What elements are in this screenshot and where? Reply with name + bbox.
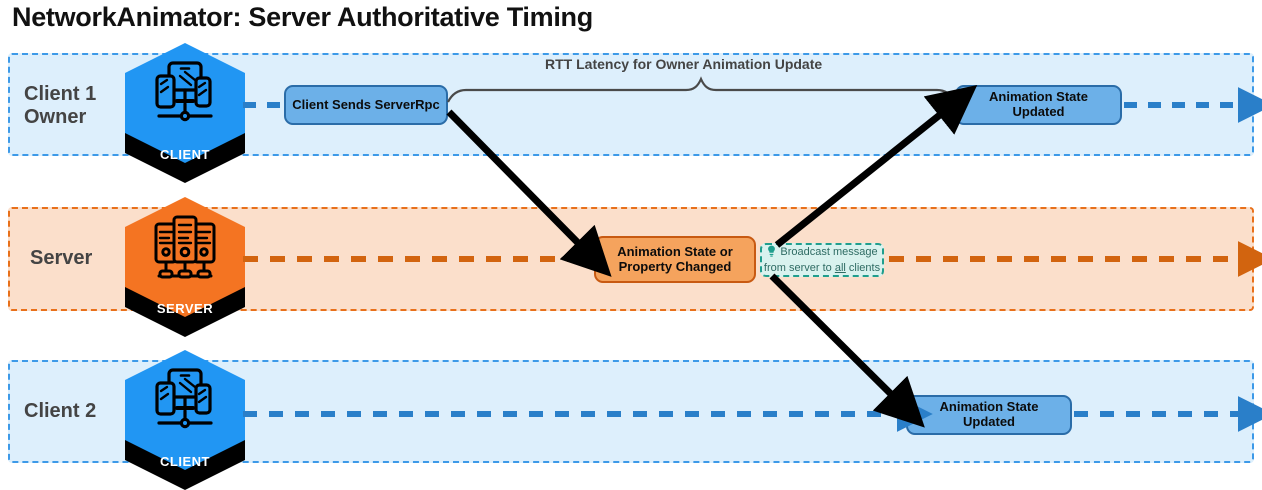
badge-client2: CLIENT (125, 350, 245, 490)
lane-label-server: Server (30, 247, 93, 269)
badge-caption-client2: CLIENT (160, 454, 210, 469)
lane-label-client1: Client 1 Owner (24, 83, 97, 128)
lightbulb-icon (766, 245, 777, 262)
callout-line-1: Broadcast message (764, 245, 880, 262)
badge-caption-server: SERVER (156, 301, 214, 316)
badge-server: SERVER (125, 197, 245, 337)
brace-label: RTT Latency for Owner Animation Update (545, 56, 823, 72)
lane-label-client2: Client 2 (24, 400, 97, 422)
page-title: NetworkAnimator: Server Authoritative Ti… (12, 2, 593, 32)
badge-client1: CLIENT (125, 43, 245, 183)
broadcast-callout: Broadcast message from server to all cli… (760, 243, 884, 277)
node-client2-animation-state-updated[interactable]: Animation State Updated (906, 395, 1072, 435)
diagram-canvas: NetworkAnimator: Server Authoritative Ti… (8, 2, 1262, 490)
node-owner-animation-state-updated[interactable]: Animation State Updated (955, 85, 1122, 125)
badge-caption-client1: CLIENT (160, 147, 210, 162)
node-animation-state-or-property-changed[interactable]: Animation State or Property Changed (594, 236, 756, 283)
node-client-sends-serverrpc[interactable]: Client Sends ServerRpc (284, 85, 448, 125)
server-racks-icon (154, 215, 216, 279)
callout-line-2: from server to all clients (763, 261, 881, 274)
client-devices-icon (155, 61, 213, 122)
client-devices-icon (155, 368, 213, 429)
